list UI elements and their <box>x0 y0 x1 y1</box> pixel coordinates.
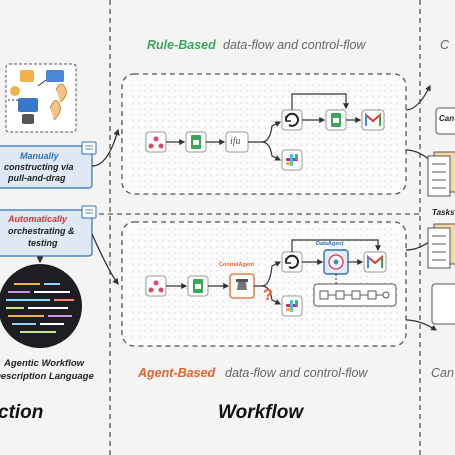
right-bottom-heading: Can <box>431 366 454 380</box>
auto-box-line2: orchestrating & <box>8 226 75 236</box>
webhook-node <box>145 131 167 153</box>
arrow-auto-to-agent <box>91 233 119 286</box>
can-card <box>435 107 455 135</box>
right-card-label: Can <box>439 114 455 123</box>
language-caption-line1: Agentic Workflow <box>4 358 85 369</box>
doc-stack-top <box>427 155 451 197</box>
data-agent-label: DataAgent <box>316 241 344 247</box>
task-card <box>431 283 455 325</box>
left-column-label: ction <box>0 402 44 423</box>
manual-box-line1: Manually <box>20 151 59 161</box>
arrow-manual-to-rule <box>91 128 120 167</box>
webhook-node-2 <box>145 275 167 297</box>
rule-based-heading-colored: Rule-Based <box>147 38 216 52</box>
rule-based-heading-rest: data-flow and control-flow <box>223 38 366 52</box>
manual-box <box>0 145 93 189</box>
manual-box-icon <box>81 141 97 155</box>
center-column-label: Workflow <box>218 402 304 423</box>
agent-based-heading-rest: data-flow and control-flow <box>225 366 368 380</box>
agent-based-heading-colored: Agent-Based <box>138 366 216 380</box>
task-stack-top <box>427 227 451 269</box>
agent-flow: ? <box>145 239 397 317</box>
rule-flow <box>145 93 385 171</box>
manual-box-line3: pull-and-drag <box>8 173 66 183</box>
control-agent-label: ControlAgent <box>219 262 255 268</box>
right-panel <box>405 84 455 331</box>
auto-box-icon <box>81 205 97 219</box>
auto-box <box>0 209 93 257</box>
code-language-icon <box>0 264 82 348</box>
decision-question-mark: ? <box>263 287 273 304</box>
auto-box-line1: Automatically <box>8 214 68 224</box>
if-node-label: ifu <box>230 136 241 147</box>
language-caption-line2: Description Language <box>0 371 94 382</box>
right-tasks-label: Tasks <box>432 208 455 217</box>
manual-box-line2: constructing via <box>4 162 74 172</box>
manual-illustration <box>5 63 77 133</box>
auto-box-line3: testing <box>28 238 58 248</box>
right-top-heading: C <box>440 38 450 52</box>
